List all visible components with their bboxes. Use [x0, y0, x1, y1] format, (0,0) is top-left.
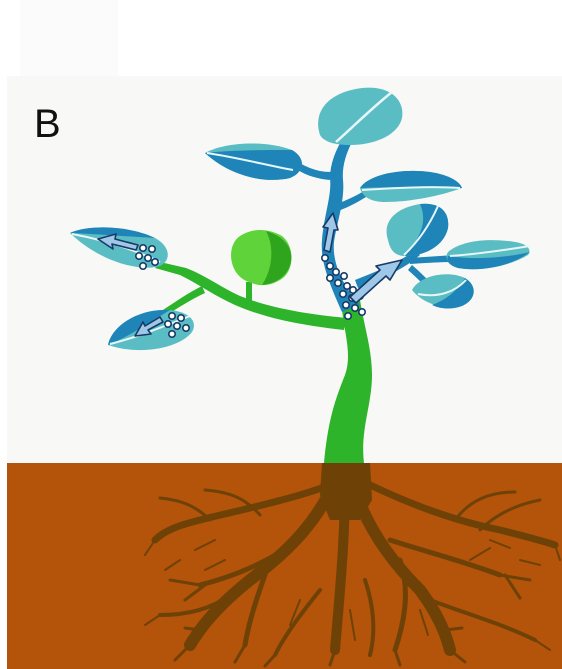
- leaf-mid-right: [446, 240, 530, 269]
- leaf-upper-right: [360, 171, 462, 202]
- panel-label: B: [34, 104, 61, 144]
- leaf-top: [318, 88, 402, 145]
- young-leaf: [231, 230, 291, 285]
- leaf-upper-left: [205, 144, 302, 180]
- leaf-mid-right-upper: [387, 204, 449, 256]
